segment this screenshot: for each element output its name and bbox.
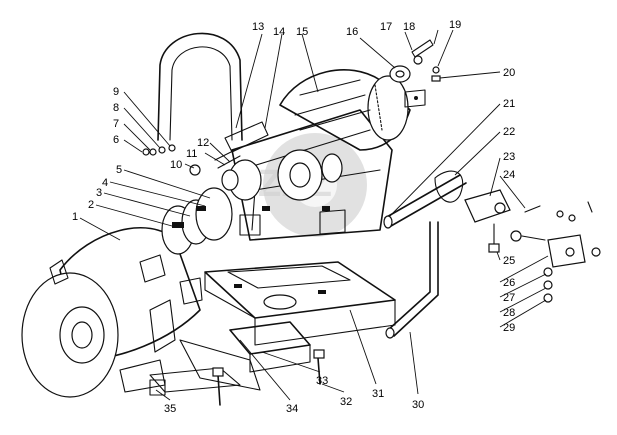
callout-5: 5 bbox=[116, 164, 122, 176]
callout-15: 15 bbox=[296, 26, 308, 38]
callout-23: 23 bbox=[503, 151, 515, 163]
base-frame bbox=[149, 261, 396, 393]
gearbox-housing bbox=[228, 109, 393, 241]
fastener-cluster-top-right bbox=[389, 39, 441, 108]
callout-30: 30 bbox=[412, 399, 424, 411]
callout-4: 4 bbox=[102, 177, 108, 189]
callout-7: 7 bbox=[113, 118, 119, 130]
callout-21: 21 bbox=[503, 98, 515, 110]
callout-28: 28 bbox=[503, 307, 515, 319]
callout-12: 12 bbox=[197, 137, 209, 149]
callout-2: 2 bbox=[88, 199, 94, 211]
guard-bracket bbox=[157, 32, 269, 153]
callout-25: 25 bbox=[503, 255, 515, 267]
bolts-bottom bbox=[149, 349, 325, 406]
callout-labels: 1 2 3 4 5 6 7 8 9 10 11 12 13 14 15 16 1… bbox=[72, 19, 515, 415]
callout-34: 34 bbox=[286, 403, 298, 415]
callout-20: 20 bbox=[503, 67, 515, 79]
callout-19: 19 bbox=[449, 19, 461, 31]
callout-24: 24 bbox=[503, 169, 515, 181]
pulley-drum bbox=[279, 69, 411, 151]
callout-27: 27 bbox=[503, 292, 515, 304]
callout-11: 11 bbox=[186, 148, 197, 160]
callout-22: 22 bbox=[503, 126, 515, 138]
callout-17: 17 bbox=[380, 21, 392, 33]
callout-16: 16 bbox=[346, 26, 358, 38]
leader-lines bbox=[79, 29, 549, 401]
callout-26: 26 bbox=[503, 277, 515, 289]
callout-1: 1 bbox=[72, 211, 78, 223]
coupling-assembly bbox=[161, 187, 233, 255]
callout-6: 6 bbox=[113, 134, 119, 146]
callout-14: 14 bbox=[273, 26, 285, 38]
callout-35: 35 bbox=[164, 403, 176, 415]
callout-18: 18 bbox=[403, 21, 415, 33]
callout-29: 29 bbox=[503, 322, 515, 334]
callout-13: 13 bbox=[252, 21, 264, 33]
callout-32: 32 bbox=[340, 396, 352, 408]
linkage-rods bbox=[383, 170, 467, 339]
electric-motor bbox=[21, 227, 203, 398]
linkage-hardware bbox=[464, 189, 601, 303]
callout-33: 33 bbox=[316, 375, 328, 387]
callout-3: 3 bbox=[96, 187, 102, 199]
callout-31: 31 bbox=[372, 388, 384, 400]
callout-9: 9 bbox=[113, 86, 119, 98]
callout-10: 10 bbox=[170, 159, 182, 171]
callout-8: 8 bbox=[113, 102, 119, 114]
